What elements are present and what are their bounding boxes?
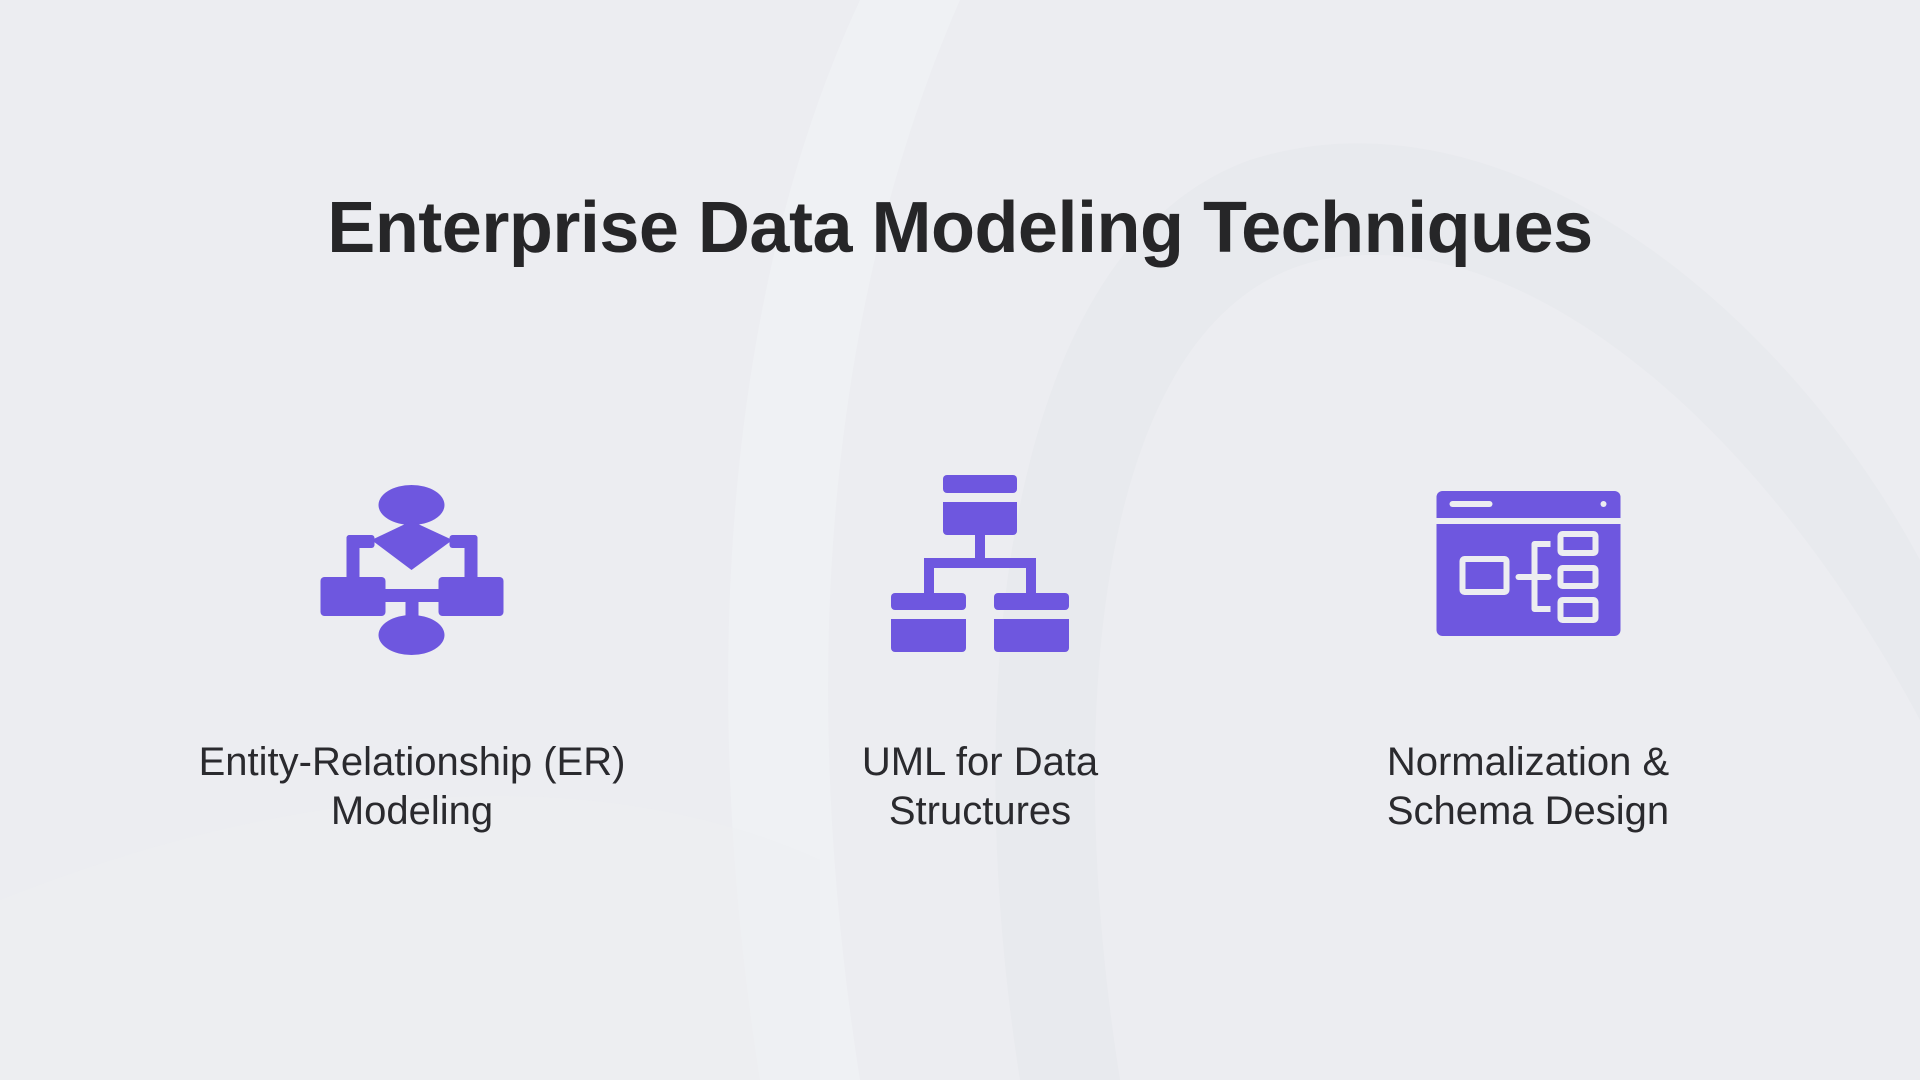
technique-card-uml: UML for Data Structures	[700, 460, 1260, 860]
caption-line-2: Schema Design	[1386, 789, 1670, 833]
caption-line-2: Structures	[888, 789, 1072, 833]
technique-caption: Normalization & Schema Design	[1248, 738, 1808, 836]
technique-caption: Entity-Relationship (ER) Modeling	[132, 738, 692, 836]
technique-card-er-modeling: Entity-Relationship (ER) Modeling	[132, 460, 692, 860]
schema-window-icon	[1431, 485, 1626, 645]
technique-card-normalization-schema: Normalization & Schema Design	[1248, 460, 1808, 860]
caption-line-1: Entity-Relationship (ER)	[198, 740, 626, 784]
hierarchy-tables-icon	[885, 470, 1075, 660]
flowchart-icon	[315, 465, 510, 660]
caption-line-1: Normalization &	[1386, 740, 1670, 784]
technique-caption: UML for Data Structures	[700, 738, 1260, 836]
page-title: Enterprise Data Modeling Techniques	[327, 188, 1593, 268]
caption-line-1: UML for Data	[861, 740, 1099, 784]
caption-line-2: Modeling	[330, 789, 494, 833]
